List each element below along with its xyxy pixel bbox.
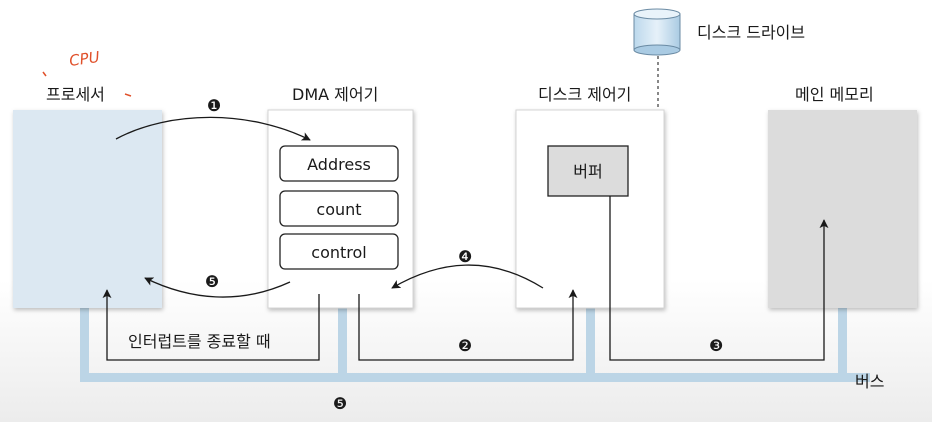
- buffer-box: [547, 145, 629, 197]
- arrow-step-2: [358, 289, 578, 361]
- disk-controller-box: [515, 109, 665, 309]
- interrupt-note-label: 인터럽트를 종료할 때: [128, 332, 271, 351]
- disk-controller-label: 디스크 제어기: [538, 85, 631, 104]
- count-register: [279, 190, 399, 227]
- arrow-interrupt-end: [102, 289, 320, 361]
- step-badge-3: ❸: [709, 336, 723, 355]
- bus-label: 버스: [855, 372, 884, 391]
- step-badge-4: ❹: [458, 247, 472, 266]
- arrow-step-1: [115, 116, 311, 141]
- main-memory-label: 메인 메모리: [795, 85, 874, 104]
- arrow-step-4: [391, 264, 544, 289]
- handwritten-annotation: CPU: [42, 48, 132, 97]
- address-register: [279, 145, 399, 182]
- system-bus: [80, 308, 870, 382]
- step-badge-1: ❶: [207, 96, 221, 115]
- disk-drive-label: 디스크 드라이브: [697, 23, 805, 42]
- address-register-label: Address: [307, 155, 371, 174]
- step-badge-2: ❷: [458, 336, 472, 355]
- count-register-label: count: [316, 200, 361, 219]
- control-register-label: control: [311, 243, 366, 262]
- dma-controller-label: DMA 제어기: [292, 85, 378, 104]
- step-badge-5-lower: ❺: [333, 394, 347, 413]
- processor-label: 프로세서: [46, 85, 105, 104]
- buffer-label: 버퍼: [573, 162, 602, 181]
- step-badge-5-upper: ❺: [205, 272, 219, 291]
- main-memory-box: [768, 110, 917, 308]
- arrow-step-3: [609, 196, 829, 361]
- processor-box: [13, 110, 162, 308]
- cpu-annotation: CPU: [68, 48, 101, 70]
- disk-drive-icon: [633, 8, 681, 110]
- arrow-step-5-upper: [144, 277, 291, 298]
- control-register: [279, 233, 399, 270]
